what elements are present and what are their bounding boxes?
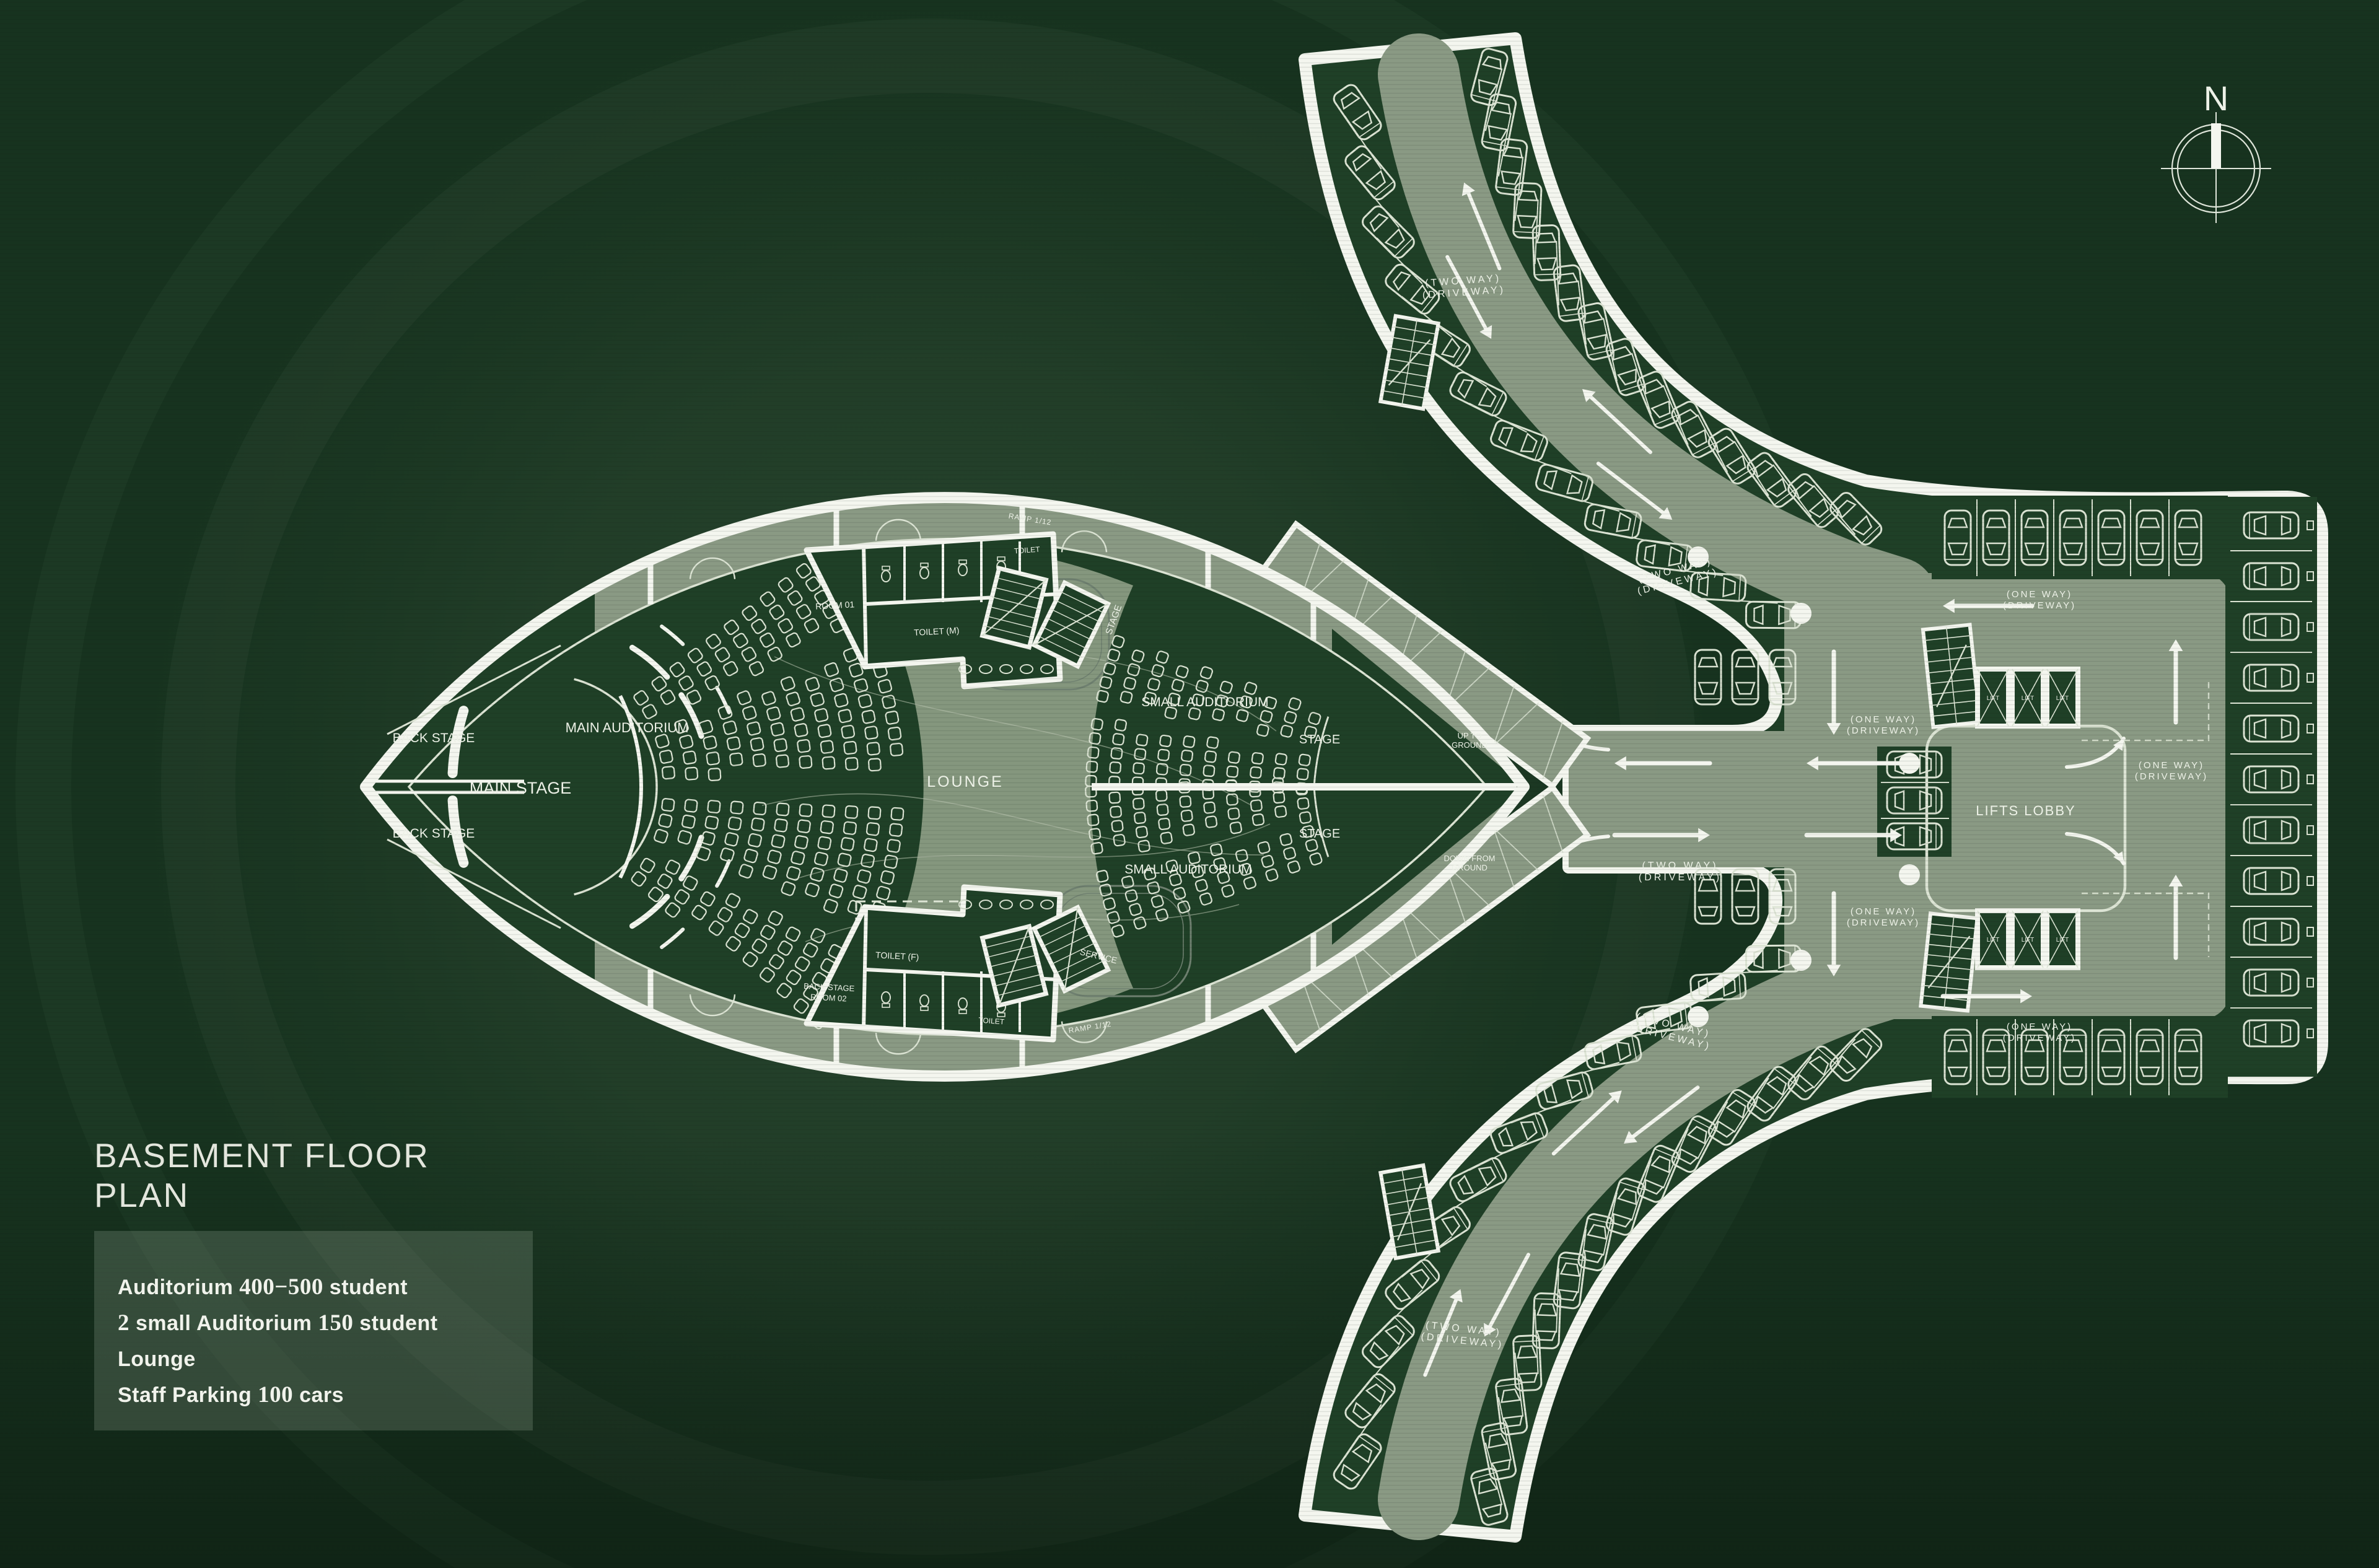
- label-ground: GROUND: [1452, 740, 1487, 750]
- label-driveway: (DRIVEWAY): [2135, 771, 2208, 782]
- label-back_stage: BACK STAGE: [393, 826, 475, 841]
- legend-line: 2 small Auditorium 150 student: [118, 1305, 533, 1341]
- north-label: N: [2204, 79, 2228, 118]
- label-driveway: (DRIVEWAY): [1639, 872, 1722, 883]
- legend-text: 150: [318, 1310, 354, 1336]
- north-compass: N: [2161, 79, 2271, 223]
- legend-text: cars: [293, 1383, 344, 1407]
- legend-text: 400−500: [239, 1274, 323, 1300]
- label-one_way: (ONE WAY): [1851, 714, 1916, 725]
- label-one_way: (ONE WAY): [2139, 760, 2204, 771]
- legend-line: Lounge: [118, 1341, 533, 1377]
- label-room_02_l1: BACK STAGE: [804, 981, 855, 993]
- label-driveway: (DRIVEWAY): [1847, 918, 1920, 928]
- label-driveway: (DRIVEWAY): [1847, 725, 1920, 736]
- label-one_way-driveway: (ONE WAY)(DRIVEWAY): [1847, 906, 1920, 928]
- legend-text: 2: [118, 1310, 129, 1336]
- label-one_way-driveway: (ONE WAY)(DRIVEWAY): [2135, 760, 2208, 782]
- title-block: BASEMENT FLOOR PLAN Auditorium 400−500 s…: [94, 1136, 534, 1430]
- label-one_way-driveway: (ONE WAY)(DRIVEWAY): [1847, 714, 1920, 736]
- label-stage: STAGE: [1299, 733, 1340, 747]
- label-room_02_l1-room_02_l2: BACK STAGEROOM 02: [803, 981, 855, 1004]
- legend-text: small Auditorium: [129, 1312, 318, 1335]
- label-lounge: LOUNGE: [927, 773, 1004, 791]
- label-main_stage: MAIN STAGE: [470, 779, 572, 797]
- label-small_auditorium: SMALL AUDITORIUM: [1141, 695, 1268, 709]
- label-one_way: (ONE WAY): [1851, 906, 1916, 917]
- label-room_01: ROOM 01: [815, 599, 855, 611]
- label-one_way: (ONE WAY): [2007, 1022, 2072, 1032]
- label-room_02_l2: ROOM 02: [810, 992, 847, 1003]
- label-back_stage: BACK STAGE: [393, 731, 475, 745]
- legend-text: student: [353, 1312, 438, 1335]
- legend-text: Auditorium: [118, 1276, 240, 1299]
- label-driveway: (DRIVEWAY): [2003, 1033, 2076, 1043]
- label-toilet_m: TOILET (M): [914, 625, 960, 637]
- legend-text: Lounge: [118, 1347, 196, 1371]
- label-toilet: TOILET: [1014, 545, 1040, 556]
- legend-line: Staff Parking 100 cars: [118, 1377, 533, 1413]
- label-one_way: (ONE WAY): [2007, 589, 2072, 600]
- label-toilet: TOILET: [978, 1016, 1005, 1027]
- page-title: BASEMENT FLOOR PLAN: [94, 1136, 430, 1214]
- label-stage: STAGE: [1299, 827, 1340, 841]
- label-main_auditorium: MAIN AUDITORIUM: [566, 720, 689, 735]
- label-toilet_f: TOILET (F): [875, 950, 919, 962]
- label-small_auditorium: SMALL AUDITORIUM: [1124, 862, 1251, 877]
- compass-north-bar: [2211, 123, 2221, 169]
- label-two_way-driveway: (TWO WAY)(DRIVEWAY): [1639, 861, 1722, 883]
- legend-text: student: [323, 1276, 408, 1299]
- legend-line: Auditorium 400−500 student: [118, 1269, 533, 1305]
- label-lifts_lobby: LIFTS LOBBY: [1976, 803, 2075, 818]
- label-driveway: (DRIVEWAY): [2003, 600, 2076, 611]
- label-ground: GROUND: [1452, 863, 1487, 872]
- label-up_to: UP TO: [1457, 731, 1481, 740]
- label-one_way-driveway: (ONE WAY)(DRIVEWAY): [2003, 589, 2076, 611]
- legend-text: Staff Parking: [118, 1383, 258, 1407]
- legend-text: 100: [258, 1382, 294, 1408]
- label-two_way: (TWO WAY): [1642, 861, 1718, 871]
- label-one_way-driveway: (ONE WAY)(DRIVEWAY): [2003, 1022, 2076, 1043]
- label-down_from: DOWN FROM: [1444, 854, 1495, 863]
